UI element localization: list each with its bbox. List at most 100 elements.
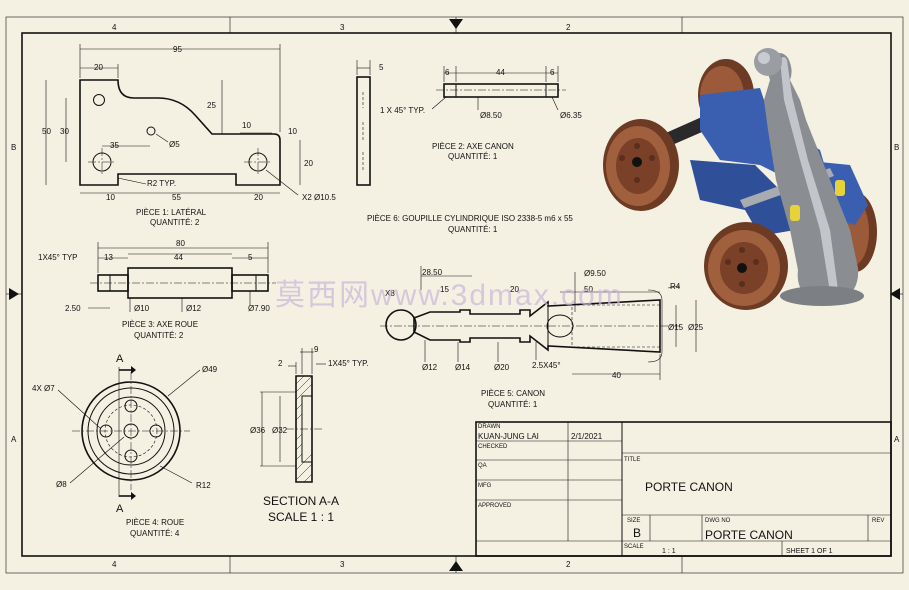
dim-canon-chamfer: 2.5X45° [532,361,561,370]
dim-95: 95 [173,45,182,54]
dim-55: 55 [172,193,181,202]
part-axe-canon-view [431,66,566,111]
caption-canon: PIÈCE 5: CANON [481,389,545,398]
caption-goupille: PIÈCE 6: GOUPILLE CYLINDRIQUE ISO 2338-5… [367,214,573,223]
dim-canon-d25: Ø25 [688,323,704,332]
dim-wheel-8: Ø8 [56,480,67,489]
tb-size-label: SIZE [627,518,640,524]
part-axe-roue-view [88,242,276,312]
qty-axe-canon: QUANTITÉ: 1 [448,152,498,161]
dim-axe-635: Ø6.35 [560,111,582,120]
dim-thickness-5: 5 [379,63,384,72]
qty-lateral: QUANTITÉ: 2 [150,218,200,227]
zone-bottom-4: 4 [112,560,117,569]
caption-axe-canon: PIÈCE 2: AXE CANON [432,142,514,151]
dim-20-bottom: 20 [254,193,263,202]
dim-canon-d14: Ø14 [455,363,471,372]
dim-x2-hole: X2 Ø10.5 [302,193,336,202]
title-block [475,421,892,557]
section-title: SECTION A-A [263,494,339,508]
dim-canon-50: 50 [584,285,593,294]
dim-canon-2850: 28.50 [422,268,443,277]
zone-left-A: A [11,435,17,444]
zone-bottom-2: 2 [566,560,571,569]
dim-50: 50 [42,127,51,136]
tb-rev-label: REV [872,518,884,524]
dim-roue-d10: Ø10 [134,304,150,313]
qty-canon: QUANTITÉ: 1 [488,400,538,409]
watermark-text: 莫西网www.3dmax.com [275,279,624,312]
dim-canon-15: 15 [440,285,449,294]
part-lateral-view [45,44,301,196]
tb-checked-label: CHECKED [478,444,508,450]
caption-lateral: PIÈCE 1: LATÉRAL [136,208,207,217]
dim-sec-32: Ø32 [272,426,288,435]
tb-sheet: SHEET 1 OF 1 [786,548,833,555]
dim-roue-250: 2.50 [65,304,81,313]
section-aa-view [260,348,326,483]
tb-scale-label: SCALE [624,544,644,550]
caption-axe-roue: PIÈCE 3: AXE ROUE [122,320,198,329]
dim-axe-6-left: 6 [445,68,450,77]
dim-10-bottom: 10 [106,193,115,202]
zone-bottom-3: 3 [340,560,345,569]
dim-20-top: 20 [94,63,103,72]
dim-roue-5: 5 [248,253,253,262]
tb-size: B [633,526,641,540]
dim-sec-2: 2 [278,359,283,368]
tb-dwg-label: DWG NO [705,518,731,524]
dim-roue-d790: Ø7.90 [248,304,270,313]
zone-ticks [6,17,903,573]
section-marker-bottom: A [116,503,124,515]
part-canon-view [380,266,697,380]
dim-roue-80: 80 [176,239,185,248]
qty-axe-roue: QUANTITÉ: 2 [134,331,184,340]
section-marker-top: A [116,353,124,365]
dim-hole-5: Ø5 [169,140,180,149]
zone-left-B: B [11,143,16,152]
dim-sec-36: Ø36 [250,426,266,435]
zone-top-3: 3 [340,23,345,32]
dim-roue-44: 44 [174,253,183,262]
caption-roue: PIÈCE 4: ROUE [126,518,184,527]
dim-roue-chamfer: 1X45° TYP [38,253,78,262]
dim-wheel-holes: 4X Ø7 [32,384,55,393]
dim-sec-9: 9 [314,345,319,354]
dim-canon-20: 20 [510,285,519,294]
tb-drawn-by: KUAN-JUNG LAI [478,432,539,441]
dim-roue-d12: Ø12 [186,304,202,313]
zone-top-4: 4 [112,23,117,32]
dim-axe-850: Ø8.50 [480,111,502,120]
dim-wheel-r12: R12 [196,481,211,490]
qty-goupille: QUANTITÉ: 1 [448,225,498,234]
dim-10-side: 10 [288,127,297,136]
dim-35: 35 [110,141,119,150]
tb-scale: 1 : 1 [662,548,676,555]
tb-drawn-label: DRAWN [478,424,500,430]
dim-wheel-49: Ø49 [202,365,218,374]
tb-title-label: TITLE [624,457,640,463]
tb-qa-label: QA [478,463,487,469]
section-scale: SCALE 1 : 1 [268,510,334,524]
dim-25: 25 [207,101,216,110]
dim-canon-d12: Ø12 [422,363,438,372]
dim-20-side: 20 [304,159,313,168]
zone-right-B: B [894,143,899,152]
tb-title: PORTE CANON [645,480,733,494]
dim-canon-950: Ø9.50 [584,269,606,278]
qty-roue: QUANTITÉ: 4 [130,529,180,538]
dim-canon-d20: Ø20 [494,363,510,372]
zone-top-2: 2 [566,23,571,32]
tb-mfg-label: MFG [478,483,492,489]
dim-10-right: 10 [242,121,251,130]
dim-axe-chamfer: 1 X 45° TYP. [380,106,425,115]
dim-axe-6-right: 6 [550,68,555,77]
dim-canon-r4: R4 [670,282,681,291]
dim-canon-d15: Ø15 [668,323,684,332]
dim-roue-13: 13 [104,253,113,262]
tb-approved-label: APPROVED [478,503,512,509]
part-roue-view [57,366,201,500]
dim-axe-44: 44 [496,68,505,77]
